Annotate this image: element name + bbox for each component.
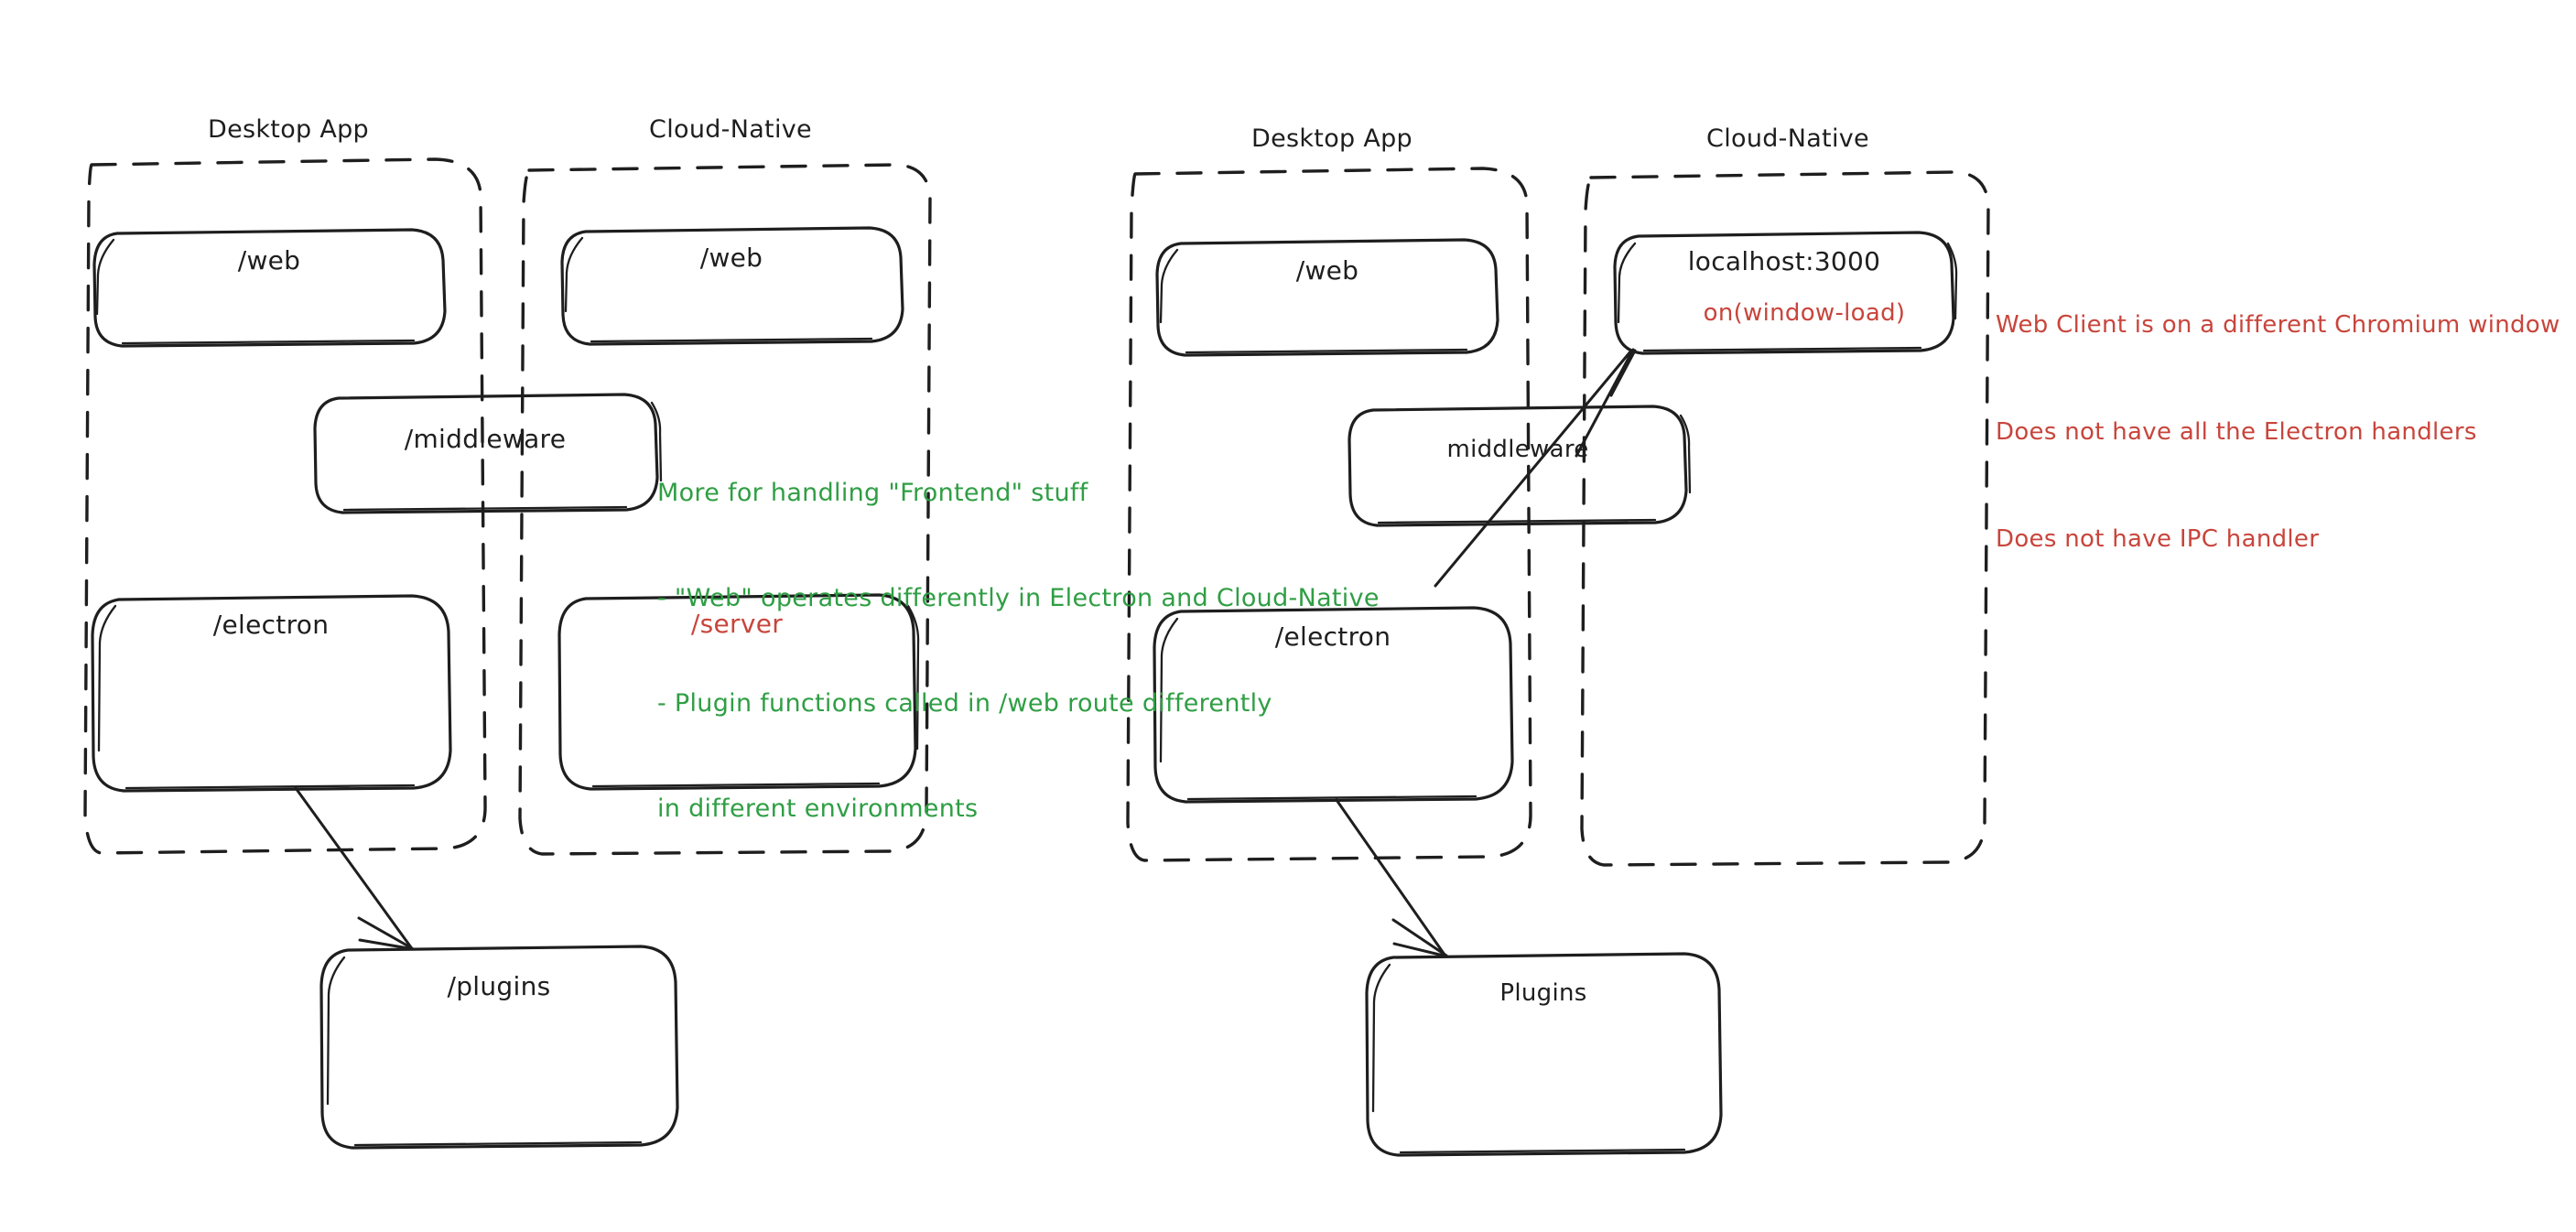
node-label-right-electron: /electron [1274,621,1391,652]
node-shape-left-middleware [313,393,663,514]
annotation-line: in different environments [657,794,979,823]
node-label-right-plugins: Plugins [1499,979,1587,1007]
arrow-left-electron-to-plugins [294,786,416,951]
group-outline-right-cloud [1580,170,1990,867]
group-outline-left-desktop [83,157,487,855]
group-outline-right-desktop [1126,167,1532,862]
node-label-left-desktop-web: /web [237,245,301,276]
group-title-right-desktop: Desktop App [1251,124,1412,153]
node-label-left-middleware: /middleware [404,424,567,454]
group-outline-left-cloud [518,163,932,856]
node-sublabel-right-localhost: on(window-load) [1703,299,1906,327]
annotation-line: Web Client is on a different Chromium wi… [1996,311,2560,339]
arrow-right-electron-to-plugins [1335,798,1449,958]
annotation-line: - Plugin functions called in /web route … [657,688,1272,718]
node-shape-right-electron [1153,606,1514,804]
node-label-right-localhost: localhost:3000 [1687,246,1881,276]
annotation-line: Does not have IPC handler [1996,525,2320,553]
node-shape-left-server [557,593,920,791]
arrow-right-electron-to-localhost [1434,348,1637,588]
node-shape-left-plugins [319,945,679,1150]
group-title-right-cloud: Cloud-Native [1706,124,1869,153]
node-label-left-plugins: /plugins [447,971,551,1001]
node-shape-right-desktop-web [1155,238,1499,357]
node-shape-right-plugins [1365,952,1723,1157]
node-shape-right-localhost [1613,231,1958,355]
node-label-right-middleware: middleware [1446,436,1589,463]
annotation-line: More for handling "Frontend" stuff [657,478,1088,507]
node-shape-left-cloud-web [560,226,904,346]
node-shape-right-middleware [1348,405,1692,527]
node-shape-left-desktop-web [92,228,447,348]
annotation-line: Does not have all the Electron handlers [1996,418,2477,446]
node-label-right-desktop-web: /web [1295,255,1359,286]
group-title-left-cloud: Cloud-Native [649,115,812,144]
group-title-left-desktop: Desktop App [208,115,369,144]
annotation-right-red-note: Web Client is on a different Chromium wi… [1996,236,2560,629]
annotation-left-green-note: More for handling "Frontend" stuff - "We… [657,405,1380,897]
node-label-left-server: /server [690,609,784,639]
node-label-left-cloud-web: /web [699,243,763,273]
node-label-left-electron: /electron [212,610,330,640]
node-shape-left-electron [91,594,452,793]
annotation-line: - "Web" operates differently in Electron… [657,583,1380,612]
